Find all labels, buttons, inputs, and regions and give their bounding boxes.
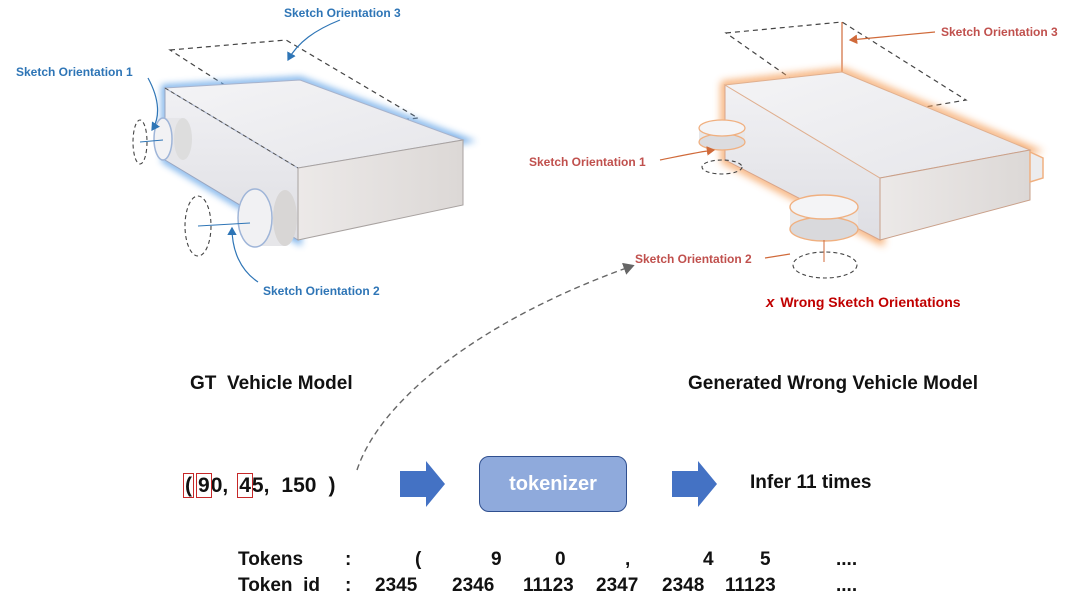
gt-vehicle-model <box>132 19 477 283</box>
callout-arrow-o1-right <box>659 146 716 161</box>
infer-text: Infer 11 times <box>750 472 872 493</box>
sketch-plane-3-right <box>724 21 968 121</box>
callout-arrow-o3-right <box>848 31 936 45</box>
tokenizer-label: tokenizer <box>509 472 597 495</box>
gen-label-orientation-2: Sketch Orientation 2 <box>635 252 752 266</box>
tuple-value-1-digit: 9 <box>196 473 212 498</box>
wheel-2-right <box>789 194 859 279</box>
wheel-1 <box>132 117 192 165</box>
param-tuple: (90, 45, 150) <box>183 473 336 498</box>
token-cell: 5 <box>760 549 771 570</box>
token-cell: .... <box>836 549 858 570</box>
token-cell: 9 <box>491 549 502 570</box>
wheel-1-right <box>698 119 746 175</box>
gt-label-orientation-3: Sketch Orientation 3 <box>284 6 401 20</box>
vehicle-front-face-right <box>879 149 1031 241</box>
tuple-value-2-rest: 5, <box>251 474 270 497</box>
tuple-value-1-rest: 0, <box>210 474 229 497</box>
tokenid-row-label: Token id <box>238 575 320 596</box>
error-x-icon: x <box>766 294 775 311</box>
generated-vehicle-model <box>659 21 1044 279</box>
arrow-to-tokenizer <box>400 461 445 507</box>
tuple-value-2-digit: 4 <box>237 473 253 498</box>
dashed-link-arrow <box>356 262 635 471</box>
gt-label-orientation-1: Sketch Orientation 1 <box>16 65 133 79</box>
token-cell: ( <box>415 549 422 570</box>
vehicle-front-face <box>297 139 464 241</box>
tokens-row-colon: : <box>345 549 352 570</box>
wrong-orientation-note: x Wrong Sketch Orientations <box>766 294 961 311</box>
gen-label-orientation-3: Sketch Orientation 3 <box>941 25 1058 39</box>
token-id-cell: 2348 <box>662 575 705 596</box>
callout-arrow-o2 <box>227 226 259 283</box>
token-cell: 0 <box>555 549 566 570</box>
tokenizer-box: tokenizer <box>479 456 627 512</box>
gt-caption: GT Vehicle Model <box>190 373 353 394</box>
arrow-to-infer <box>672 461 717 507</box>
token-id-cell: 2347 <box>596 575 639 596</box>
tuple-value-3: 150 <box>281 474 317 497</box>
callout-arrow-o2-right <box>764 253 791 259</box>
tokens-row-label: Tokens <box>238 549 304 570</box>
wheel-2 <box>184 188 297 257</box>
token-id-cell: 2345 <box>375 575 418 596</box>
token-id-cell: 2346 <box>452 575 495 596</box>
token-cell: 4 <box>703 549 714 570</box>
tuple-open-paren: ( <box>183 473 194 498</box>
tuple-close-paren: ) <box>328 474 336 497</box>
gt-label-orientation-2: Sketch Orientation 2 <box>263 284 380 298</box>
error-text: Wrong Sketch Orientations <box>780 294 961 310</box>
gen-label-orientation-1: Sketch Orientation 1 <box>529 155 646 169</box>
tokenid-row-colon: : <box>345 575 352 596</box>
callout-arrow-o1 <box>147 77 160 131</box>
token-id-cell: 11123 <box>725 575 776 596</box>
token-cell: , <box>625 549 631 570</box>
token-id-cell: .... <box>836 575 858 596</box>
generated-caption: Generated Wrong Vehicle Model <box>688 373 978 394</box>
callout-arrow-o3 <box>287 19 341 62</box>
token-id-cell: 11123 <box>523 575 574 596</box>
